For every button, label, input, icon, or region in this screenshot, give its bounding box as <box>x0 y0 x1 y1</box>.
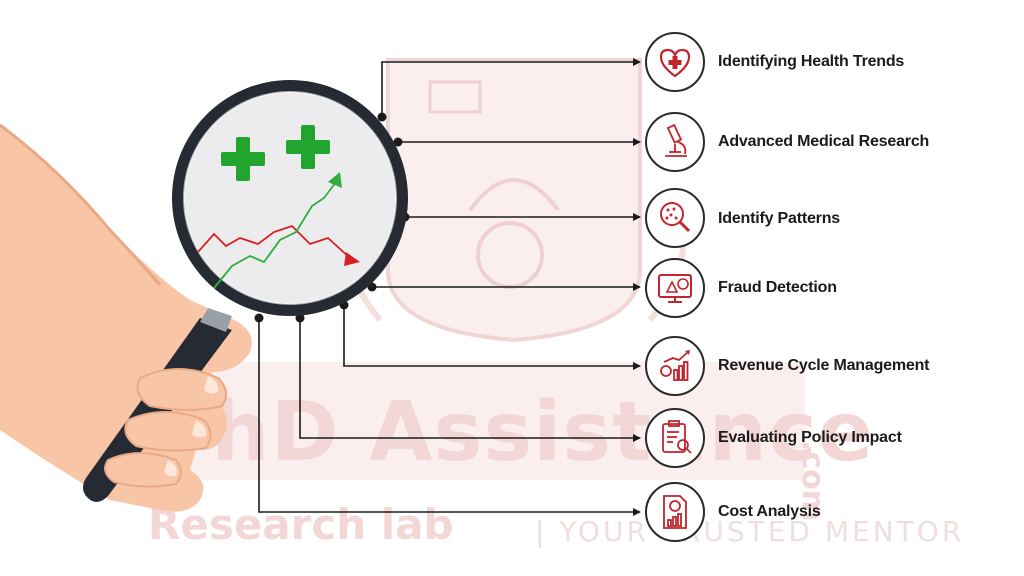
fraud-alert-monitor-icon <box>645 258 705 318</box>
connector-5 <box>343 305 641 370</box>
microscope-icon <box>645 112 705 172</box>
red-trend-line <box>197 224 351 259</box>
label-fraud-detection: Fraud Detection <box>718 279 837 296</box>
watermark-title: PhD Assistance <box>150 385 875 480</box>
label-revenue-cycle-management: Revenue Cycle Management <box>718 357 930 374</box>
connector-6 <box>299 318 641 442</box>
label-advanced-medical-research: Advanced Medical Research <box>718 133 930 150</box>
revenue-growth-chart-icon <box>645 336 705 396</box>
green-plus-icons <box>221 125 330 181</box>
pattern-magnifier-icon <box>645 188 705 248</box>
connector-7 <box>258 318 641 516</box>
watermark-tagline: | YOUR TRUSTED MENTOR <box>535 515 965 548</box>
green-trend-line <box>213 181 337 289</box>
label-cost-analysis: Cost Analysis <box>718 503 821 520</box>
clipboard-magnifier-icon <box>645 408 705 468</box>
heart-plus-icon <box>645 32 705 92</box>
label-identify-patterns: Identify Patterns <box>718 210 840 227</box>
magnifier-lens <box>184 92 396 304</box>
watermark-subtitle: Research lab <box>148 500 454 549</box>
label-evaluating-policy-impact: Evaluating Policy Impact <box>718 429 902 446</box>
cost-report-icon <box>645 482 705 542</box>
connector-1 <box>381 58 641 117</box>
label-identifying-health-trends: Identifying Health Trends <box>718 53 905 70</box>
